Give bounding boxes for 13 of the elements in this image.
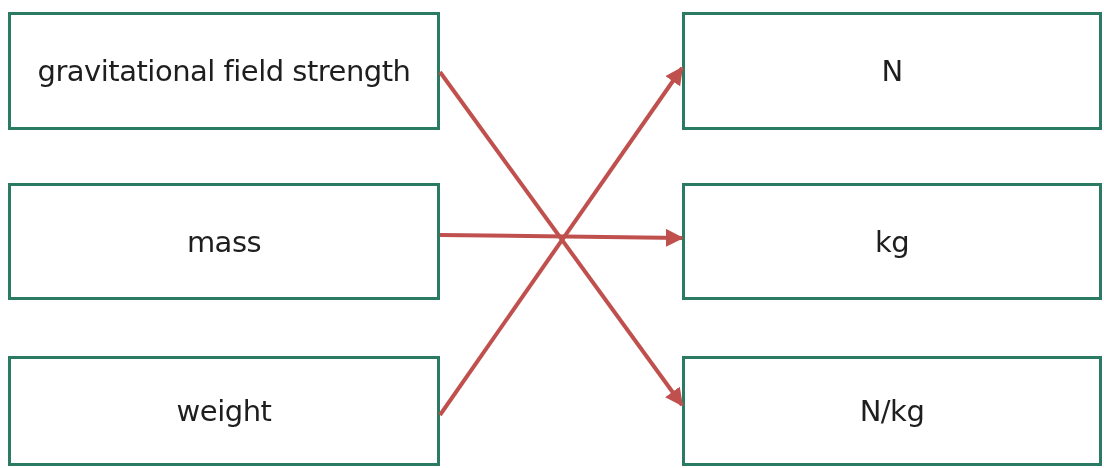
term-box xyxy=(682,12,1102,130)
term-box xyxy=(8,12,440,130)
term-box xyxy=(8,183,440,300)
term-label: N xyxy=(881,54,903,88)
term-label: mass xyxy=(186,224,262,259)
term-box xyxy=(8,356,440,466)
term-label: weight xyxy=(176,394,272,428)
term-label: gravitational field strength xyxy=(37,54,411,88)
term-box xyxy=(682,356,1102,466)
term-box xyxy=(682,183,1102,300)
term-label: kg xyxy=(874,224,910,259)
arrow xyxy=(439,228,684,247)
term-label: N/kg xyxy=(859,394,925,428)
